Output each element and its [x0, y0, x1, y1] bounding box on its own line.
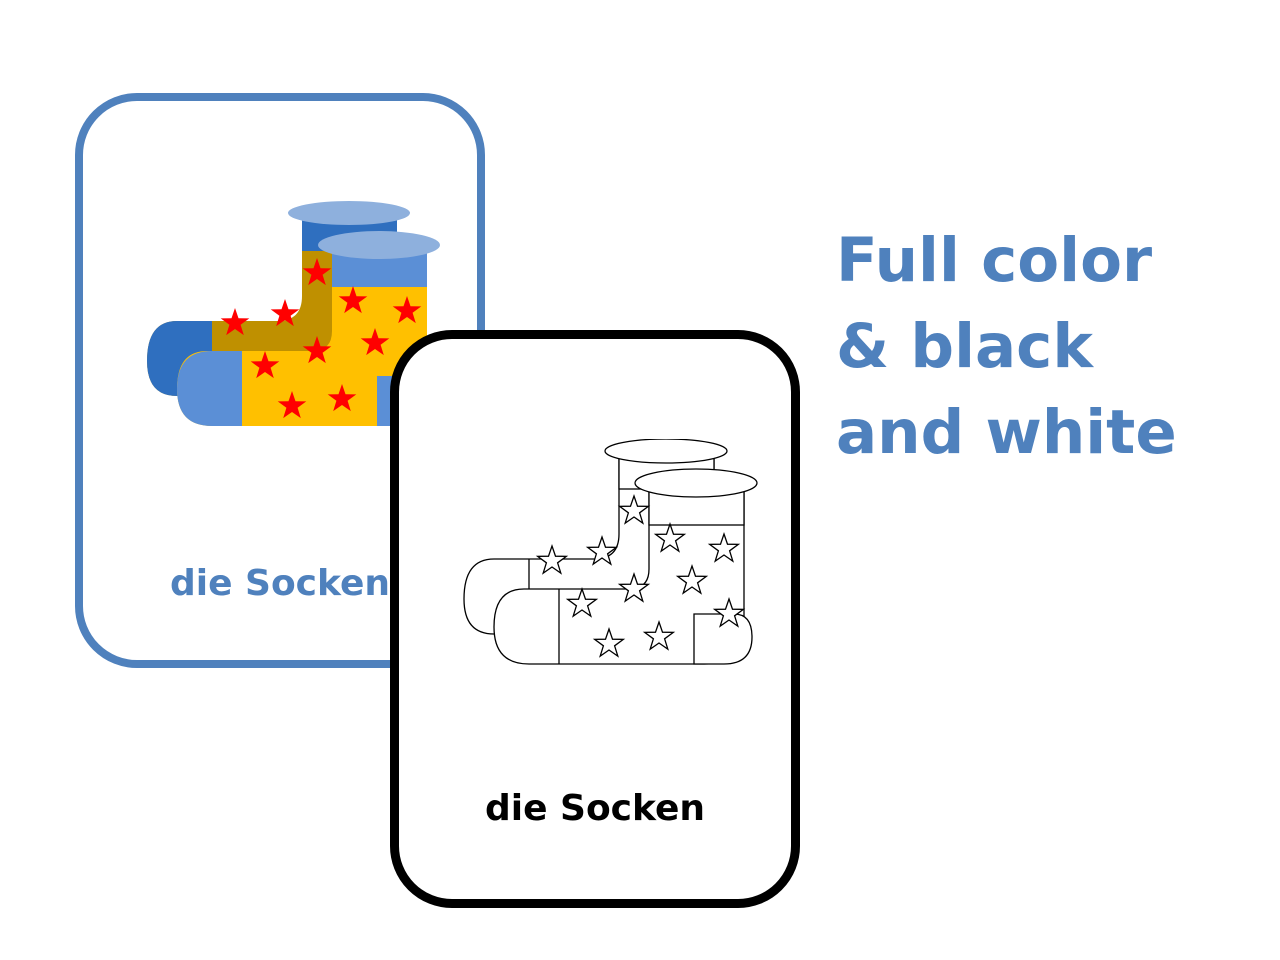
- bw-flashcard: die Socken: [390, 330, 800, 908]
- headline-line-2: & black: [836, 311, 1093, 382]
- headline: Full color & black and white: [836, 218, 1256, 476]
- socks-outline-icon: [463, 439, 758, 665]
- card-word-label: die Socken: [484, 788, 706, 829]
- headline-line-3: and white: [836, 397, 1177, 468]
- headline-line-1: Full color: [836, 225, 1153, 296]
- card-word-label: die Socken: [169, 563, 391, 604]
- socks-color-icon: [147, 201, 440, 426]
